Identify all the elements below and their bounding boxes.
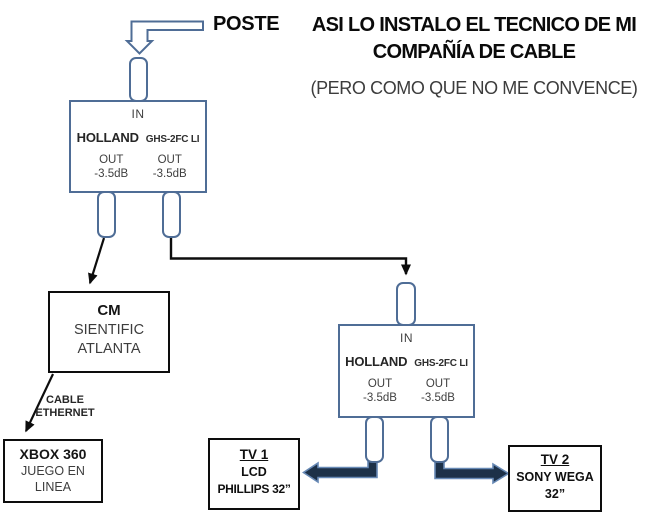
splitter-2-out-left: OUT -3.5dB [351,377,409,405]
arrow-splitter1-to-splitter2 [169,238,411,276]
splitter-1: IN HOLLAND GHS-2FC LI OUT -3.5dB OUT -3.… [69,100,207,193]
splitter-1-in-port [129,57,148,102]
tv2-title: TV 2 [540,452,570,467]
tv2-box: TV 2 SONY WEGA 32” [508,445,602,512]
splitter-2-out-right-loss: -3.5dB [421,392,455,404]
splitter-1-out-left: OUT -3.5dB [82,153,141,181]
tv2-model: SONY WEGA [516,470,594,484]
splitter-2-out-left-loss: -3.5dB [363,392,397,404]
splitter-1-out-left-label: OUT [99,154,124,166]
cm-box-line-1: CM [97,302,121,319]
splitter-1-in-label: IN [131,107,145,121]
splitter-1-brand-row: HOLLAND GHS-2FC LI [71,130,205,145]
poste-label: POSTE [213,13,280,35]
cm-box: CM SIENTIFIC ATLANTA [48,291,170,373]
tv1-model: PHILLIPS 32” [217,482,291,496]
splitter-1-out-right: OUT -3.5dB [141,153,200,181]
splitter-2-model: GHS-2FC LI [414,358,468,369]
splitter-2-out-right: OUT -3.5dB [409,377,467,405]
arrow-splitter1-to-cm [88,237,106,285]
splitter-2-out-row: OUT -3.5dB OUT -3.5dB [340,377,473,405]
splitter-1-out-right-loss: -3.5dB [152,168,187,180]
splitter-2-brand-row: HOLLAND GHS-2FC LI [340,354,473,369]
cable-ethernet-label-line-2: ETHERNET [35,407,95,419]
cm-box-line-2: SIENTIFIC [73,322,145,338]
tv2-size: 32” [544,487,566,501]
title-line-1: ASI LO INSTALO EL TECNICO DE MI [311,14,637,36]
splitter-1-out-right-port [162,191,181,238]
tv1-type: LCD [241,465,267,479]
splitter-1-out-right-label: OUT [157,154,182,166]
tv1-title: TV 1 [239,447,269,462]
splitter-2-brand: HOLLAND [345,354,408,369]
splitter-1-out-row: OUT -3.5dB OUT -3.5dB [71,153,205,181]
splitter-2-out-left-port [365,416,384,463]
xbox-box-line-2: JUEGO EN [21,464,85,478]
cm-box-line-3: ATLANTA [77,341,141,357]
splitter-1-brand: HOLLAND [76,130,139,145]
splitter-1-model: GHS-2FC LI [145,134,200,145]
cable-ethernet-label-line-1: CABLE [46,394,84,406]
splitter-2-out-right-port [430,416,449,463]
title-line-2: COMPAÑÍA DE CABLE [372,41,576,63]
splitter-2: IN HOLLAND GHS-2FC LI OUT -3.5dB OUT -3.… [338,324,475,418]
subtitle: (PERO COMO QUE NO ME CONVENCE) [310,78,638,98]
splitter-1-out-left-loss: -3.5dB [94,168,129,180]
title-block: ASI LO INSTALO EL TECNICO DE MI COMPAÑÍA… [300,12,647,99]
splitter-2-out-left-label: OUT [367,378,393,390]
xbox-box-line-1: XBOX 360 [19,446,87,462]
splitter-1-out-left-port [97,191,116,238]
tv1-box: TV 1 LCD PHILLIPS 32” [208,438,300,510]
splitter-2-out-right-label: OUT [425,378,451,390]
cable-ethernet-label: CABLE ETHERNET [30,394,100,420]
xbox-box-line-3: LINEA [34,480,72,494]
xbox-box: XBOX 360 JUEGO EN LINEA [3,439,103,503]
poste-bent-arrow-icon [124,20,204,55]
splitter-2-in-port [396,282,416,326]
splitter-2-in-label: IN [400,331,413,345]
